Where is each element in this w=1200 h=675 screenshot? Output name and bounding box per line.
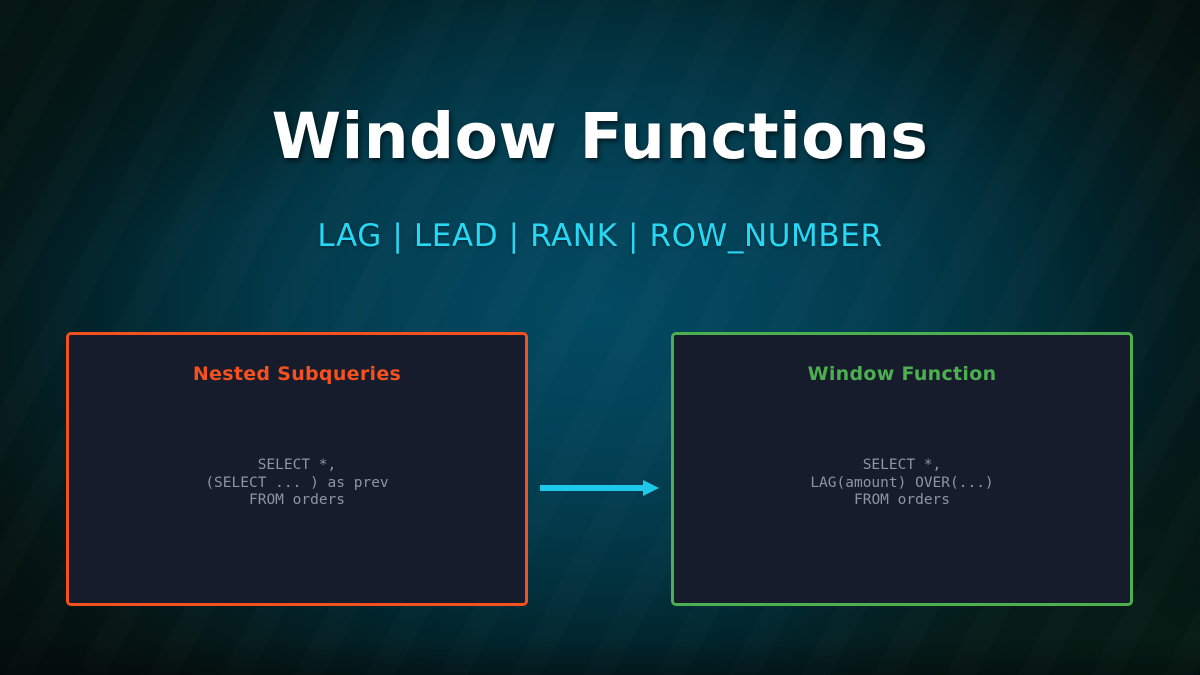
arrow-right-icon (540, 478, 660, 498)
panel-window-function: Window Function SELECT *, LAG(amount) OV… (671, 332, 1133, 606)
page-subtitle: LAG | LEAD | RANK | ROW_NUMBER (317, 218, 883, 254)
code-block-nested-subqueries: SELECT *, (SELECT ... ) as prev FROM ord… (205, 457, 389, 508)
panel-title-nested-subqueries: Nested Subqueries (192, 363, 402, 385)
panel-nested-subqueries: Nested Subqueries SELECT *, (SELECT ... … (66, 332, 528, 606)
code-block-window-function: SELECT *, LAG(amount) OVER(...) FROM ord… (810, 457, 994, 508)
page-title: Window Functions (271, 100, 929, 173)
panel-title-window-function: Window Function (807, 363, 997, 385)
